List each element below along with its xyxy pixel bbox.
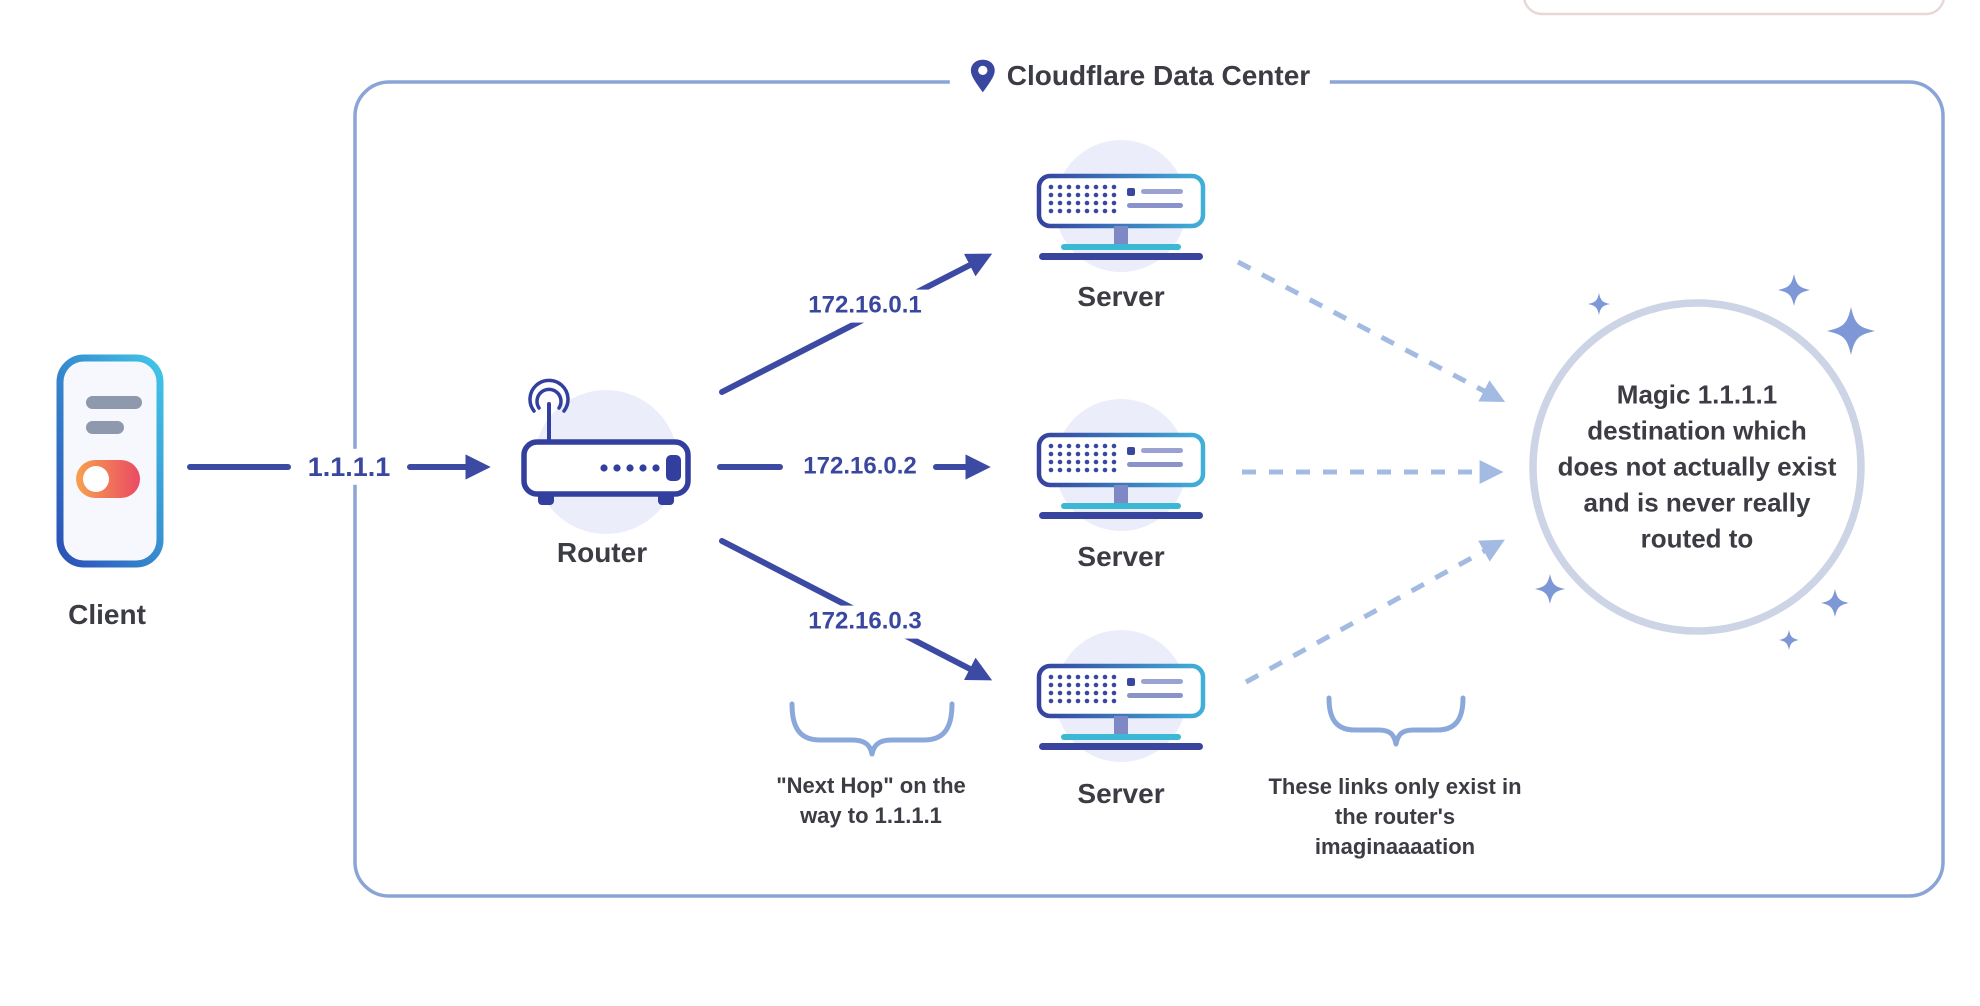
client-screen-bar (86, 396, 142, 409)
toggle-knob (83, 466, 109, 492)
client-label: Client (68, 599, 146, 631)
imaginary-links-brace (1326, 695, 1466, 747)
server-label-1: Server (1077, 281, 1165, 313)
client-request-ip-label: 1.1.1.1 (299, 448, 399, 486)
server-label-3: Server (1077, 778, 1165, 810)
sparkle-icon (1827, 307, 1875, 355)
next-hop-annotation: "Next Hop" on the way to 1.1.1.1 (776, 773, 966, 828)
route-ip-label-3: 172.16.0.3 (800, 605, 930, 639)
imaginary-link-3 (1244, 539, 1505, 685)
client-device-icon (56, 354, 164, 568)
datacenter-title: Cloudflare Data Center (949, 56, 1331, 96)
route-arrow-3 (719, 538, 993, 681)
topright-cutoff-card (1523, 0, 1945, 16)
location-pin-icon (970, 59, 995, 93)
sparkle-icon (1535, 574, 1565, 604)
imaginary-links-annotation: These links only exist in the router's i… (1268, 774, 1522, 859)
imaginary-links (1236, 259, 1506, 685)
route-arrow-1 (719, 253, 993, 395)
router-icon (521, 378, 691, 534)
sparkle-icon (1779, 630, 1799, 650)
sparkle-icon (1778, 274, 1810, 306)
magic-destination-circle (1529, 299, 1865, 635)
next-hop-brace (789, 701, 955, 757)
server-icon-3 (1039, 630, 1203, 762)
client-screen-bar (86, 421, 124, 434)
server-icon-1 (1039, 140, 1203, 272)
magic-destination-text: Magic 1.1.1.1 destination which does not… (1557, 379, 1837, 553)
imaginary-link-1 (1236, 259, 1506, 403)
datacenter-title-text: Cloudflare Data Center (1006, 60, 1311, 91)
route-ip-label-2: 172.16.0.2 (795, 450, 925, 484)
router-to-server-arrows (717, 253, 993, 681)
server-icon-2 (1039, 399, 1203, 531)
route-ip-label-1: 172.16.0.1 (800, 289, 930, 323)
wifi-signal-icon (528, 378, 570, 413)
server-label-2: Server (1077, 541, 1165, 573)
router-label: Router (556, 537, 648, 569)
sparkle-icon (1821, 589, 1849, 617)
wifi-signal-icon (535, 387, 563, 410)
sparkle-icon (1588, 293, 1610, 315)
